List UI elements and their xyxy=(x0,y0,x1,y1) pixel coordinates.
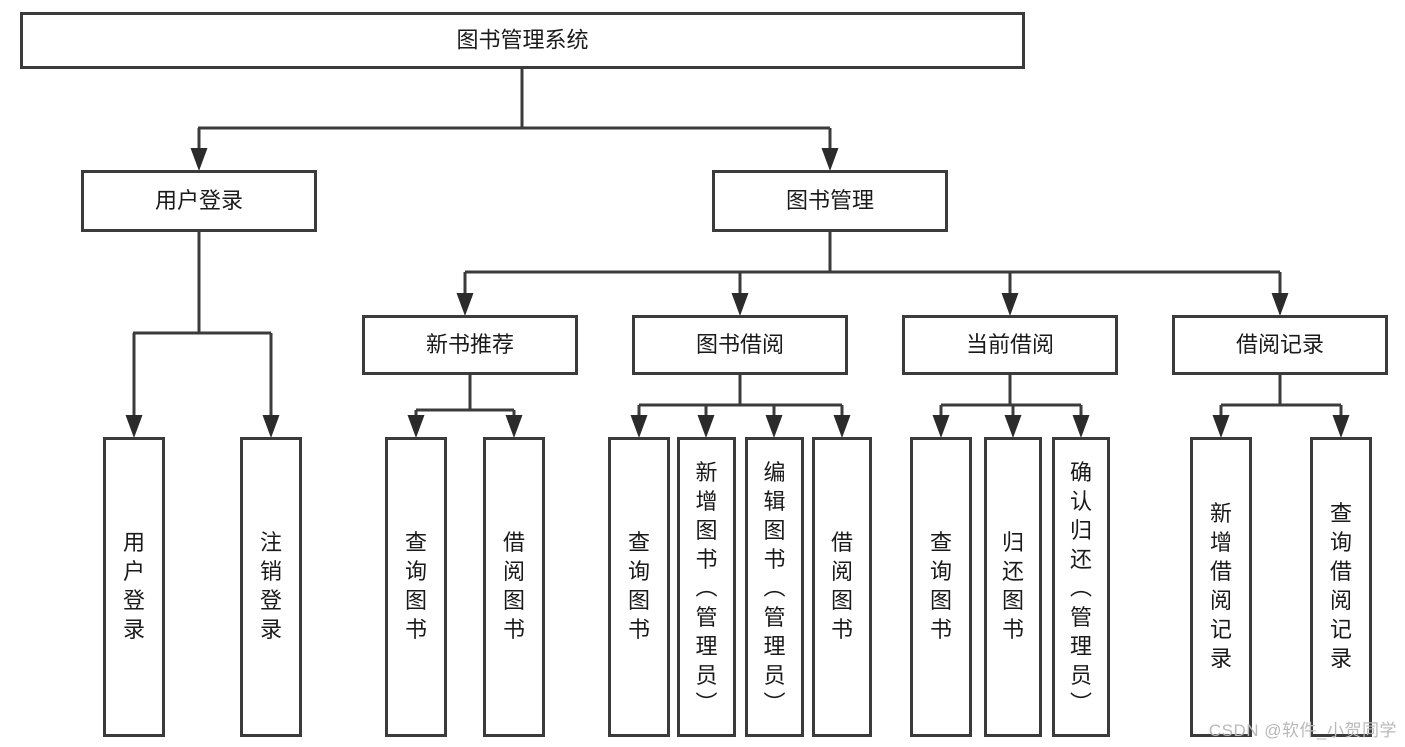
arrow-head-icon xyxy=(821,148,839,171)
node-box[interactable] xyxy=(910,437,972,737)
node-label: 查询图书 xyxy=(628,530,650,642)
node-level2-0[interactable]: 新书推荐 xyxy=(362,315,578,375)
node-label: 图书管理 xyxy=(786,188,874,213)
node-label: 借阅图书 xyxy=(831,530,853,642)
node-label: 编辑图书（管理员） xyxy=(763,460,785,717)
arrow-head-icon xyxy=(1001,293,1019,316)
arrow-head-icon xyxy=(630,415,648,438)
node-box[interactable] xyxy=(1310,437,1372,737)
node-leaf-3[interactable]: 借阅图书 xyxy=(483,437,545,737)
arrow-head-icon xyxy=(407,415,425,438)
node-box[interactable] xyxy=(483,437,545,737)
connector-newbook-to-leaves xyxy=(407,375,523,438)
connector-borrow-to-leaves xyxy=(630,375,851,438)
node-label: 借阅记录 xyxy=(1236,332,1324,357)
node-leaf-11[interactable]: 新增借阅记录 xyxy=(1190,437,1252,737)
arrow-head-icon xyxy=(765,415,783,438)
node-label: 注销登录 xyxy=(260,530,282,642)
node-leaf-8[interactable]: 查询图书 xyxy=(910,437,972,737)
node-leaf-2[interactable]: 查询图书 xyxy=(385,437,447,737)
node-label: 图书借阅 xyxy=(696,332,784,357)
node-label: 查询图书 xyxy=(930,530,952,642)
node-box[interactable] xyxy=(1172,315,1388,375)
arrow-head-icon xyxy=(1332,415,1350,438)
connector-current-to-leaves xyxy=(932,375,1090,438)
connector-userlogin-to-leaves xyxy=(125,232,280,438)
arrow-head-icon xyxy=(1212,415,1230,438)
arrow-head-icon xyxy=(262,415,280,438)
connector-records-to-leaves xyxy=(1212,375,1350,438)
arrow-head-icon xyxy=(731,293,749,316)
node-box[interactable] xyxy=(902,315,1118,375)
node-level1-1[interactable]: 图书管理 xyxy=(712,170,948,232)
connector-bookmgmt-to-level2 xyxy=(456,232,1289,316)
node-label: 确认归还（管理员） xyxy=(1070,460,1092,717)
node-box[interactable] xyxy=(632,315,848,375)
node-leaf-12[interactable]: 查询借阅记录 xyxy=(1310,437,1372,737)
node-level2-2[interactable]: 当前借阅 xyxy=(902,315,1118,375)
node-level2-3[interactable]: 借阅记录 xyxy=(1172,315,1388,375)
node-box[interactable] xyxy=(745,437,804,737)
node-box[interactable] xyxy=(81,170,317,232)
node-box[interactable] xyxy=(812,437,872,737)
arrow-head-icon xyxy=(1271,293,1289,316)
arrow-head-icon xyxy=(456,293,474,316)
node-box[interactable] xyxy=(984,437,1042,737)
node-layer: 图书管理系统用户登录图书管理新书推荐图书借阅当前借阅借阅记录用户登录注销登录查询… xyxy=(20,12,1388,737)
node-box[interactable] xyxy=(1052,437,1110,737)
node-label: 新增借阅记录 xyxy=(1210,501,1232,671)
node-box[interactable] xyxy=(103,437,165,737)
node-leaf-7[interactable]: 借阅图书 xyxy=(812,437,872,737)
node-leaf-1[interactable]: 注销登录 xyxy=(240,437,302,737)
node-label: 查询图书 xyxy=(405,530,427,642)
node-box[interactable] xyxy=(240,437,302,737)
node-label: 查询借阅记录 xyxy=(1330,501,1352,671)
node-label: 新书推荐 xyxy=(426,332,514,357)
node-root-0[interactable]: 图书管理系统 xyxy=(20,12,1025,69)
node-label: 借阅图书 xyxy=(503,530,525,642)
node-leaf-6[interactable]: 编辑图书（管理员） xyxy=(745,437,804,737)
node-label: 新增图书（管理员） xyxy=(695,460,717,717)
watermark-text: CSDN @软件_小贺同学 xyxy=(1208,721,1397,740)
arrow-head-icon xyxy=(505,415,523,438)
node-label: 图书管理系统 xyxy=(456,27,588,52)
node-box[interactable] xyxy=(608,437,670,737)
node-leaf-0[interactable]: 用户登录 xyxy=(103,437,165,737)
node-box[interactable] xyxy=(1190,437,1252,737)
node-box[interactable] xyxy=(385,437,447,737)
node-leaf-10[interactable]: 确认归还（管理员） xyxy=(1052,437,1110,737)
node-level1-0[interactable]: 用户登录 xyxy=(81,170,317,232)
arrow-head-icon xyxy=(833,415,851,438)
node-label: 归还图书 xyxy=(1002,530,1024,642)
node-label: 用户登录 xyxy=(123,530,145,642)
node-label: 用户登录 xyxy=(155,188,243,213)
node-box[interactable] xyxy=(362,315,578,375)
connector-layer xyxy=(125,69,1350,438)
arrow-head-icon xyxy=(125,415,143,438)
node-box[interactable] xyxy=(677,437,736,737)
arrow-head-icon xyxy=(932,415,950,438)
node-leaf-4[interactable]: 查询图书 xyxy=(608,437,670,737)
node-label: 当前借阅 xyxy=(966,332,1054,357)
node-level2-1[interactable]: 图书借阅 xyxy=(632,315,848,375)
node-box[interactable] xyxy=(712,170,948,232)
arrow-head-icon xyxy=(1072,415,1090,438)
arrow-head-icon xyxy=(190,148,208,171)
connector-root-to-level1 xyxy=(190,69,839,171)
node-box[interactable] xyxy=(20,12,1025,69)
arrow-head-icon xyxy=(697,415,715,438)
node-leaf-9[interactable]: 归还图书 xyxy=(984,437,1042,737)
arrow-head-icon xyxy=(1004,415,1022,438)
node-leaf-5[interactable]: 新增图书（管理员） xyxy=(677,437,736,737)
